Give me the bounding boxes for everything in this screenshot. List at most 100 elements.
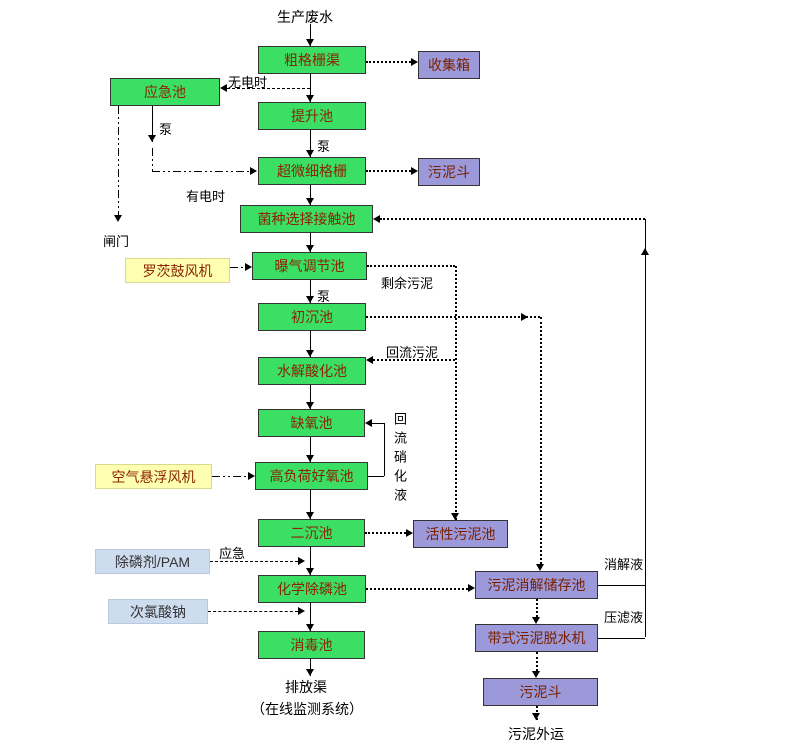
node-selector-pool: 菌种选择接触池 (240, 205, 373, 233)
edge-primary-hydrolysis (310, 331, 311, 357)
arrowhead (298, 607, 305, 615)
label-powered: 有电时 (186, 189, 226, 204)
node-air-blower: 空气悬浮风机 (95, 464, 212, 489)
node-naclo-dosing: 次氯酸钠 (108, 599, 208, 624)
arrowhead (306, 39, 314, 46)
edge-digestate (598, 585, 645, 586)
arrowhead (114, 215, 122, 222)
label-return-sludge: 回流污泥 (386, 345, 439, 360)
arrowhead (306, 455, 314, 462)
arrowhead (220, 84, 227, 92)
arrowhead (148, 135, 156, 142)
arrowhead (306, 512, 314, 519)
arrowhead (250, 167, 257, 175)
label-no-power: 无电时 (228, 75, 268, 90)
label-filtrate: 压滤液 (604, 610, 644, 625)
edge-return-liquor-v (645, 219, 646, 637)
edge-digestion-dewaterer (536, 599, 538, 617)
node-collection-box: 收集箱 (418, 51, 480, 79)
arrowhead (366, 356, 373, 364)
edge-nitrified-h2 (372, 423, 384, 424)
arrowhead (306, 198, 314, 205)
edge-return-liquor-h (380, 218, 645, 220)
node-sludge-digestion-pool: 污泥消解储存池 (475, 571, 598, 599)
edge-primary-sludge-h (366, 316, 540, 318)
edge-source-coarse (310, 24, 311, 46)
edge-selector-aeration (310, 233, 311, 252)
arrowhead (532, 671, 540, 678)
arrowhead (306, 350, 314, 357)
node-emergency-pool: 应急池 (110, 78, 220, 106)
arrowhead (306, 245, 314, 252)
edge-gate (118, 106, 119, 222)
text-source: 生产废水 (277, 9, 333, 25)
arrowhead (411, 58, 418, 66)
node-sludge-hopper-top: 污泥斗 (418, 158, 480, 186)
label-pump-2: 泵 (317, 139, 331, 154)
label-pump-1: 泵 (159, 122, 173, 137)
edge-emergency-pump (152, 106, 153, 142)
arrowhead (532, 617, 540, 624)
edge-roots-blower (230, 267, 245, 268)
edge-fine-selector (310, 185, 311, 205)
node-aeration-pool: 曝气调节池 (252, 252, 367, 280)
edge-return-sludge (373, 359, 455, 361)
arrowhead (406, 529, 413, 537)
edge-air-blower (212, 476, 248, 477)
arrowhead (306, 95, 314, 102)
arrowhead (306, 402, 314, 409)
edge-nitrified-h1 (368, 476, 384, 477)
arrowhead (536, 564, 544, 571)
node-sludge-hopper-bottom: 污泥斗 (483, 678, 598, 706)
edge-fine-hopper (366, 170, 411, 172)
arrowhead (411, 167, 418, 175)
edge-dewaterer-hopper (536, 652, 538, 671)
arrowhead (451, 513, 459, 520)
edge-aerobic-secondary (310, 490, 311, 519)
arrowhead (298, 557, 305, 565)
arrowhead (306, 296, 314, 303)
edge-pam-dosing (210, 561, 298, 562)
text-sludge-out: 污泥外运 (508, 726, 564, 742)
edge-chem-disinfect (310, 603, 311, 631)
node-activated-sludge-pool: 活性污泥池 (413, 520, 508, 548)
edge-naclo-dosing (208, 611, 298, 612)
arrowhead (306, 568, 314, 575)
node-hydrolysis-pool: 水解酸化池 (258, 357, 366, 385)
arrowhead (373, 215, 380, 223)
arrowhead (468, 584, 475, 592)
edge-disinfect-outfall (310, 659, 311, 676)
node-fine-screen: 超微细格栅 (258, 157, 366, 185)
node-secondary-sed: 二沉池 (258, 519, 365, 547)
edge-filtrate (598, 638, 645, 639)
arrowhead (365, 419, 372, 427)
edge-emergency-return-v (152, 148, 153, 171)
node-primary-sed: 初沉池 (258, 303, 366, 331)
text-monitor: （在线监测系统） (251, 701, 363, 717)
edge-hydrolysis-anoxic (310, 385, 311, 409)
node-lift-pool: 提升池 (258, 102, 366, 130)
text-outfall: 排放渠 (285, 679, 327, 695)
node-roots-blower: 罗茨鼓风机 (125, 258, 230, 283)
edge-surplus-sludge-v (455, 266, 457, 520)
node-aerobic-pool: 高负荷好氧池 (255, 462, 368, 490)
node-disinfection-pool: 消毒池 (258, 631, 365, 659)
arrowhead (532, 713, 540, 720)
edge-emergency-return-h (152, 171, 250, 172)
arrowhead (521, 313, 528, 321)
label-emergency: 应急 (219, 546, 246, 561)
node-coarse-screen: 粗格栅渠 (258, 46, 366, 74)
edge-lift-fine (310, 130, 311, 157)
arrowhead (306, 669, 314, 676)
label-pump-3: 泵 (317, 289, 331, 304)
edge-nitrified-v (384, 423, 385, 476)
arrowhead (306, 150, 314, 157)
node-chem-phosphorus-pool: 化学除磷池 (258, 575, 366, 603)
label-nitrified-recycle: 回流硝化液 (392, 412, 407, 507)
node-pam-dosing: 除磷剂/PAM (95, 549, 210, 574)
label-gate: 闸门 (103, 234, 130, 249)
edge-coarse-lift (310, 74, 311, 102)
label-surplus-sludge: 剩余污泥 (381, 276, 434, 291)
edge-chem-digestion (366, 588, 468, 590)
edge-primary-sludge-v (540, 317, 542, 564)
